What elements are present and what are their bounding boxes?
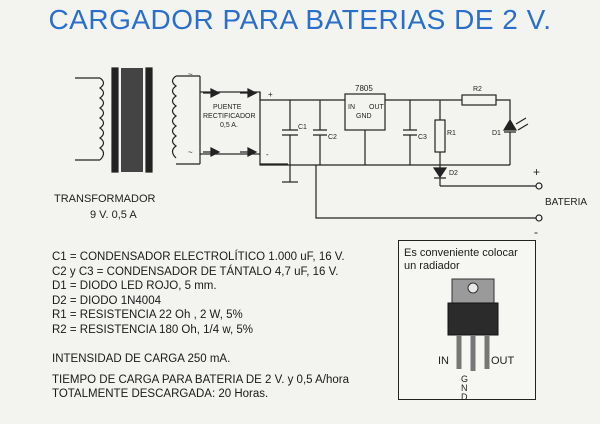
- bridge-minus-label: -: [266, 150, 269, 159]
- heatsink-hint-line-2: un radiador: [404, 260, 460, 272]
- legend-item-c1: C1 = CONDENSADOR ELECTROLÍTICO 1.000 uF,…: [52, 251, 345, 263]
- d2-label: D2: [449, 170, 458, 177]
- bridge-ac-top-label: ~: [188, 70, 193, 79]
- legend-item-c2-c3: C2 y C3 = CONDENSADOR DE TÁNTALO 4,7 uF,…: [52, 265, 339, 278]
- package-pin-gnd-label: GND: [461, 374, 469, 402]
- legend-item-r1: R1 = RESISTENCIA 22 Oh , 2 W, 5%: [52, 309, 243, 321]
- heatsink-box: Es conveniente colocar un radiador IN OU…: [398, 240, 536, 402]
- battery-plus-label: +: [533, 165, 541, 179]
- regulator-package-icon: [447, 278, 499, 371]
- r2-label: R2: [473, 86, 482, 93]
- rectifier-label-3: 0,5 A.: [220, 122, 238, 129]
- c1-label: C1: [298, 124, 307, 131]
- r1-label: R1: [447, 130, 456, 137]
- package-pin-out-label: OUT: [491, 355, 515, 367]
- c2-label: C2: [328, 134, 337, 141]
- regulator-out-label: OUT: [369, 104, 384, 111]
- rectifier-label-1: PUENTE: [213, 104, 242, 111]
- battery-minus-label: -: [534, 225, 538, 239]
- bridge-plus-label: +: [268, 90, 273, 99]
- battery-label: BATERIA: [545, 197, 588, 208]
- rectifier-label-2: RECTIFICADOR: [203, 113, 256, 120]
- heatsink-hint-line-1: Es conveniente colocar: [404, 247, 518, 259]
- legend-item-d2: D2 = DIODO 1N4004: [52, 294, 161, 307]
- regulator-in-label: IN: [348, 104, 355, 111]
- charge-time-note-2: TOTALMENTE DESCARGADA: 20 Horas.: [52, 388, 269, 400]
- heatsink-hint: Es conveniente colocar un radiador: [404, 247, 518, 273]
- transformer-spec-label: 9 V. 0,5 A: [90, 209, 137, 221]
- charge-time-note-1: TIEMPO DE CARGA PARA BATERIA DE 2 V. y 0…: [52, 373, 349, 386]
- regulator-gnd-label: GND: [356, 113, 372, 120]
- regulator-label: 7805: [355, 84, 373, 93]
- page-title: CARGADOR PARA BATERIAS DE 2 V.: [48, 4, 552, 35]
- legend-item-r2: R2 = RESISTENCIA 180 Oh, 1/4 w, 5%: [52, 323, 254, 336]
- bridge-ac-bottom-label: ~: [188, 148, 193, 157]
- component-legend: C1 = CONDENSADOR ELECTROLÍTICO 1.000 uF,…: [52, 250, 345, 337]
- package-pin-in-label: IN: [438, 355, 449, 367]
- transformer-symbol: [75, 67, 200, 173]
- c3-label: C3: [418, 134, 427, 141]
- charge-notes: INTENSIDAD DE CARGA 250 mA. TIEMPO DE CA…: [52, 352, 349, 402]
- d1-label: D1: [492, 130, 501, 137]
- transformer-label: TRANSFORMADOR: [54, 193, 156, 205]
- bridge-rectifier: [199, 76, 290, 165]
- legend-item-d1: D1 = DIODO LED ROJO, 5 mm.: [52, 280, 217, 292]
- charge-current-note: INTENSIDAD DE CARGA 250 mA.: [52, 353, 231, 365]
